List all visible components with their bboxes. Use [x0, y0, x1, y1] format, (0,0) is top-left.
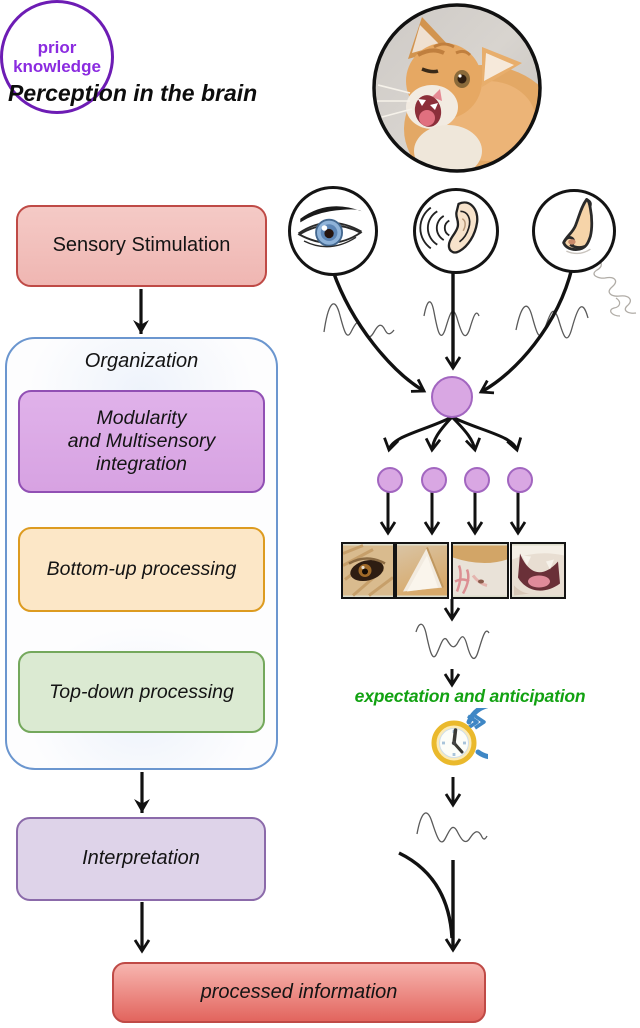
arrow-eye-to-node [331, 270, 427, 393]
vision-sense-circle [288, 186, 378, 276]
sensory-stimulation-label: Sensory Stimulation [52, 234, 231, 257]
nose-signal-wave [515, 305, 589, 339]
smell-sense-circle [532, 189, 616, 273]
arrow-node-to-feature2 [424, 415, 454, 453]
curve-prior-to-arrow [398, 851, 454, 939]
eye-icon [297, 206, 363, 248]
feature-node-1 [377, 467, 403, 493]
cat-mouth-crop-image [512, 545, 564, 596]
cat-photo-illustration [372, 3, 542, 173]
combined-wave [415, 623, 490, 660]
feature-node-3 [464, 467, 490, 493]
page-title: Perception in the brain [8, 80, 258, 106]
sensory-stimulation-box: Sensory Stimulation [16, 205, 267, 287]
interpretation-label: Interpretation [82, 847, 200, 870]
cat-eye-crop-image [343, 544, 393, 597]
arrow-node-to-feature1 [383, 415, 453, 453]
arrow-nose-to-node [478, 267, 574, 395]
expectation-label: expectation and anticipation [354, 686, 586, 706]
processed-information-box: processed information [112, 962, 486, 1023]
cat-ear-crop-image [397, 545, 447, 596]
top-down-label: Top-down processing [49, 680, 234, 703]
prior-knowledge-circle: prior knowledge [0, 0, 114, 114]
cat-photo [370, 1, 544, 175]
eye-signal-wave [323, 303, 395, 338]
bottom-up-label: Bottom-up processing [46, 558, 237, 580]
organization-label: Organization [84, 350, 199, 372]
cat-mouth-crop [510, 542, 566, 599]
scent-squiggle-small [610, 297, 621, 317]
lower-wave [416, 812, 488, 843]
cat-nose-crop [451, 542, 509, 599]
interpretation-box: Interpretation [16, 817, 266, 901]
prior-knowledge-line1: prior [37, 37, 77, 57]
feature-node-4 [507, 467, 533, 493]
arrow-node-to-feature4 [451, 415, 523, 453]
hearing-sense-circle [413, 188, 499, 274]
modularity-line3: integration [95, 453, 188, 475]
integration-node [431, 376, 473, 418]
cat-ear-crop [395, 542, 449, 599]
scent-squiggle [593, 255, 637, 314]
prior-knowledge-line2: knowledge [13, 57, 101, 76]
top-down-processing-box: Top-down processing [18, 651, 265, 733]
feature-node-2 [421, 467, 447, 493]
nose-icon [562, 198, 594, 255]
cat-eye-crop [341, 542, 395, 599]
bottom-up-processing-box: Bottom-up processing [18, 527, 265, 612]
cat-nose-crop-image [453, 545, 507, 596]
modularity-line1: Modularity [96, 407, 187, 429]
arrow-node-to-feature3 [450, 415, 482, 453]
modularity-line2: and Multisensory [67, 430, 216, 452]
clock-with-arrow-icon [422, 702, 522, 772]
processed-information-label: processed information [200, 980, 398, 1003]
clock-icon-graphic [431, 702, 522, 766]
ear-signal-wave [423, 301, 480, 337]
modularity-box: Modularity and Multisensory integration [18, 390, 265, 493]
ear-icon [419, 201, 479, 254]
